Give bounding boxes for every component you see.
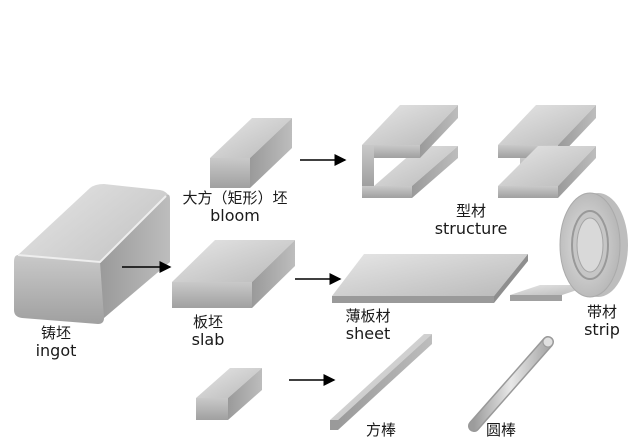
- round-bar-label: 圆棒: [476, 422, 526, 439]
- sheet-label: 薄板材 sheet: [328, 308, 408, 342]
- strip-label: 带材 strip: [572, 304, 632, 338]
- strip-label-cn: 带材: [586, 303, 617, 321]
- structure-label-en: structure: [434, 218, 508, 238]
- bloom-label-cn: 大方（矩形）坯: [182, 189, 288, 207]
- square-bar-label: 方棒: [356, 422, 406, 439]
- slab-label: 板坯 slab: [168, 314, 248, 348]
- i-beam-shape: [498, 105, 596, 198]
- sheet-shape: [332, 254, 528, 303]
- slab-shape: [172, 240, 295, 308]
- sheet-label-en: sheet: [345, 323, 391, 343]
- sheet-label-cn: 薄板材: [345, 307, 391, 325]
- bloom-label-en: bloom: [210, 205, 260, 225]
- structure-label: 型材 structure: [426, 203, 516, 237]
- ingot-label: 铸坯 ingot: [6, 325, 106, 359]
- bloom-shape: [210, 118, 292, 188]
- square-bar-shape: [330, 334, 432, 430]
- square-bar-label-cn: 方棒: [365, 421, 396, 439]
- ingot-label-cn: 铸坯: [40, 324, 71, 342]
- slab-label-en: slab: [191, 329, 225, 349]
- square-billet-shape: [196, 368, 262, 420]
- ingot-label-en: ingot: [35, 340, 77, 360]
- channel-section-shape: [362, 105, 458, 198]
- round-bar-shape: [468, 336, 554, 432]
- strip-label-en: strip: [584, 319, 620, 339]
- strip-coil-shape: [510, 192, 628, 301]
- slab-label-cn: 板坯: [192, 313, 223, 331]
- structure-label-cn: 型材: [455, 202, 486, 220]
- ingot-shape: [14, 184, 170, 324]
- round-bar-label-cn: 圆棒: [485, 421, 516, 439]
- bloom-label: 大方（矩形）坯 bloom: [168, 190, 302, 224]
